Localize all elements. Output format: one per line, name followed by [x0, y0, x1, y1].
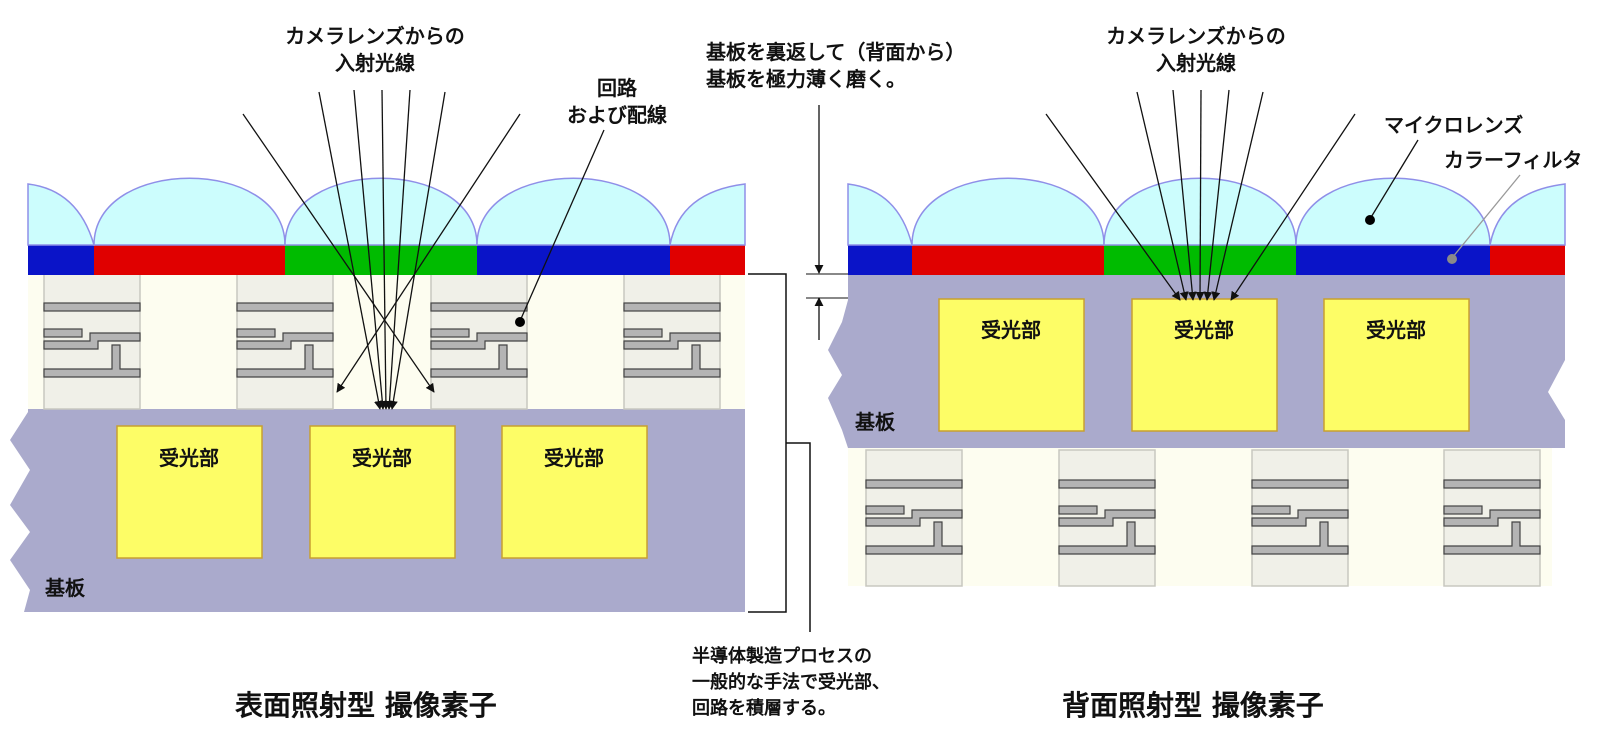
- microlens-label: マイクロレンズ: [1384, 113, 1523, 137]
- photodiode: [309, 425, 456, 559]
- filter-red: [94, 245, 285, 275]
- filter-blue: [848, 245, 912, 275]
- circuit-wiring-label: 回路: [597, 76, 638, 100]
- photodiode: [501, 425, 648, 559]
- light-ray: [385, 89, 411, 410]
- wiring-block: [236, 272, 334, 410]
- wiring-leader-line: [519, 129, 605, 322]
- front-illuminated-sensor: 受光部 受光部 受光部 基板 カメラレンズからの 入射: [10, 24, 746, 722]
- light-ray: [1136, 91, 1189, 301]
- photodiode-label: 受光部: [159, 446, 219, 470]
- back-illuminated-sensor: 受光部 受光部 受光部 基板 カメラレンズからの 入射: [828, 24, 1582, 722]
- light-ray: [1230, 113, 1356, 301]
- middle-annotations: 半導体製造プロセスの 一般的な手法で受光部、 回路を積層する。 基板を裏返して（…: [692, 40, 965, 719]
- microlens: [847, 183, 913, 246]
- color-filter-array: [848, 245, 1565, 275]
- light-ray: [1203, 89, 1230, 301]
- process-note: 一般的な手法で受光部、: [692, 671, 890, 693]
- microlens-marker-dot: [1365, 215, 1375, 225]
- photodiode: [116, 425, 263, 559]
- circuit-wiring-label: および配線: [567, 103, 667, 127]
- wiring-layer: [848, 448, 1552, 586]
- microlens: [669, 183, 746, 246]
- filter-red: [912, 245, 1104, 275]
- wiring-block: [430, 272, 528, 410]
- process-note: 半導体製造プロセスの: [692, 645, 872, 667]
- photodiode: [1323, 298, 1470, 432]
- stack-bracket: [748, 273, 787, 613]
- wiring-block: [865, 449, 963, 587]
- filter-red: [670, 245, 745, 275]
- thinning-note: 基板を極力薄く磨く。: [706, 67, 906, 91]
- filter-blue: [28, 245, 94, 275]
- light-ray: [1045, 113, 1181, 301]
- substrate-label: 基板: [45, 576, 86, 600]
- process-note: 回路を積層する。: [692, 697, 836, 719]
- color-filter-label: カラーフィルタ: [1444, 148, 1582, 172]
- color-filter-marker-dot: [1447, 254, 1457, 264]
- filter-red: [1490, 245, 1565, 275]
- photodiode-label: 受光部: [1366, 318, 1426, 342]
- incident-light-rays: [1045, 89, 1356, 301]
- front-sensor-title: 表面照射型 撮像素子: [235, 689, 497, 722]
- microlens: [27, 183, 95, 246]
- microlens: [93, 177, 286, 246]
- photodiode-label: 受光部: [1174, 318, 1234, 342]
- light-ray: [336, 113, 521, 393]
- back-sensor-title: 背面照射型 撮像素子: [1062, 689, 1324, 722]
- incident-light-label: 入射光線: [1156, 51, 1236, 75]
- filter-blue: [477, 245, 670, 275]
- photodiode-label: 受光部: [544, 446, 604, 470]
- filter-green: [285, 245, 477, 275]
- light-ray: [1211, 91, 1264, 301]
- filter-blue: [1296, 245, 1490, 275]
- light-ray: [381, 89, 391, 410]
- incident-light-label: カメラレンズからの: [1106, 24, 1286, 48]
- microlens-leader-line: [1369, 139, 1419, 220]
- light-ray: [1172, 89, 1197, 301]
- microlens: [911, 177, 1105, 246]
- microlens: [1295, 177, 1491, 246]
- light-ray: [388, 91, 446, 410]
- microlens-array: [27, 177, 746, 246]
- color-filter-leader-line: [1451, 174, 1521, 259]
- light-ray: [242, 113, 435, 393]
- wiring-block: [623, 272, 721, 410]
- incident-light-rays: [242, 89, 521, 410]
- light-ray: [353, 89, 387, 410]
- substrate-label: 基板: [855, 410, 896, 434]
- photodiode: [938, 298, 1085, 432]
- wiring-block: [1058, 449, 1156, 587]
- photodiodes: [116, 425, 648, 559]
- photodiodes: [938, 298, 1470, 432]
- microlens: [476, 177, 671, 246]
- wiring-block: [1443, 449, 1541, 587]
- photodiode-label: 受光部: [981, 318, 1041, 342]
- wiring-block: [43, 272, 141, 410]
- microlens: [1489, 183, 1566, 246]
- bracket-leader: [786, 442, 811, 632]
- light-ray: [1195, 89, 1205, 301]
- thinning-note: 基板を裏返して（背面から）: [706, 40, 965, 64]
- color-filter-array: [28, 245, 745, 275]
- photodiode-label: 受光部: [352, 446, 412, 470]
- photodiode: [1131, 298, 1278, 432]
- light-ray: [318, 91, 383, 410]
- wiring-marker-dot: [515, 317, 525, 327]
- incident-light-label: カメラレンズからの: [285, 24, 465, 48]
- incident-light-label: 入射光線: [335, 51, 415, 75]
- microlens: [284, 177, 478, 246]
- microlens-array: [847, 177, 1566, 246]
- wiring-block: [1251, 449, 1349, 587]
